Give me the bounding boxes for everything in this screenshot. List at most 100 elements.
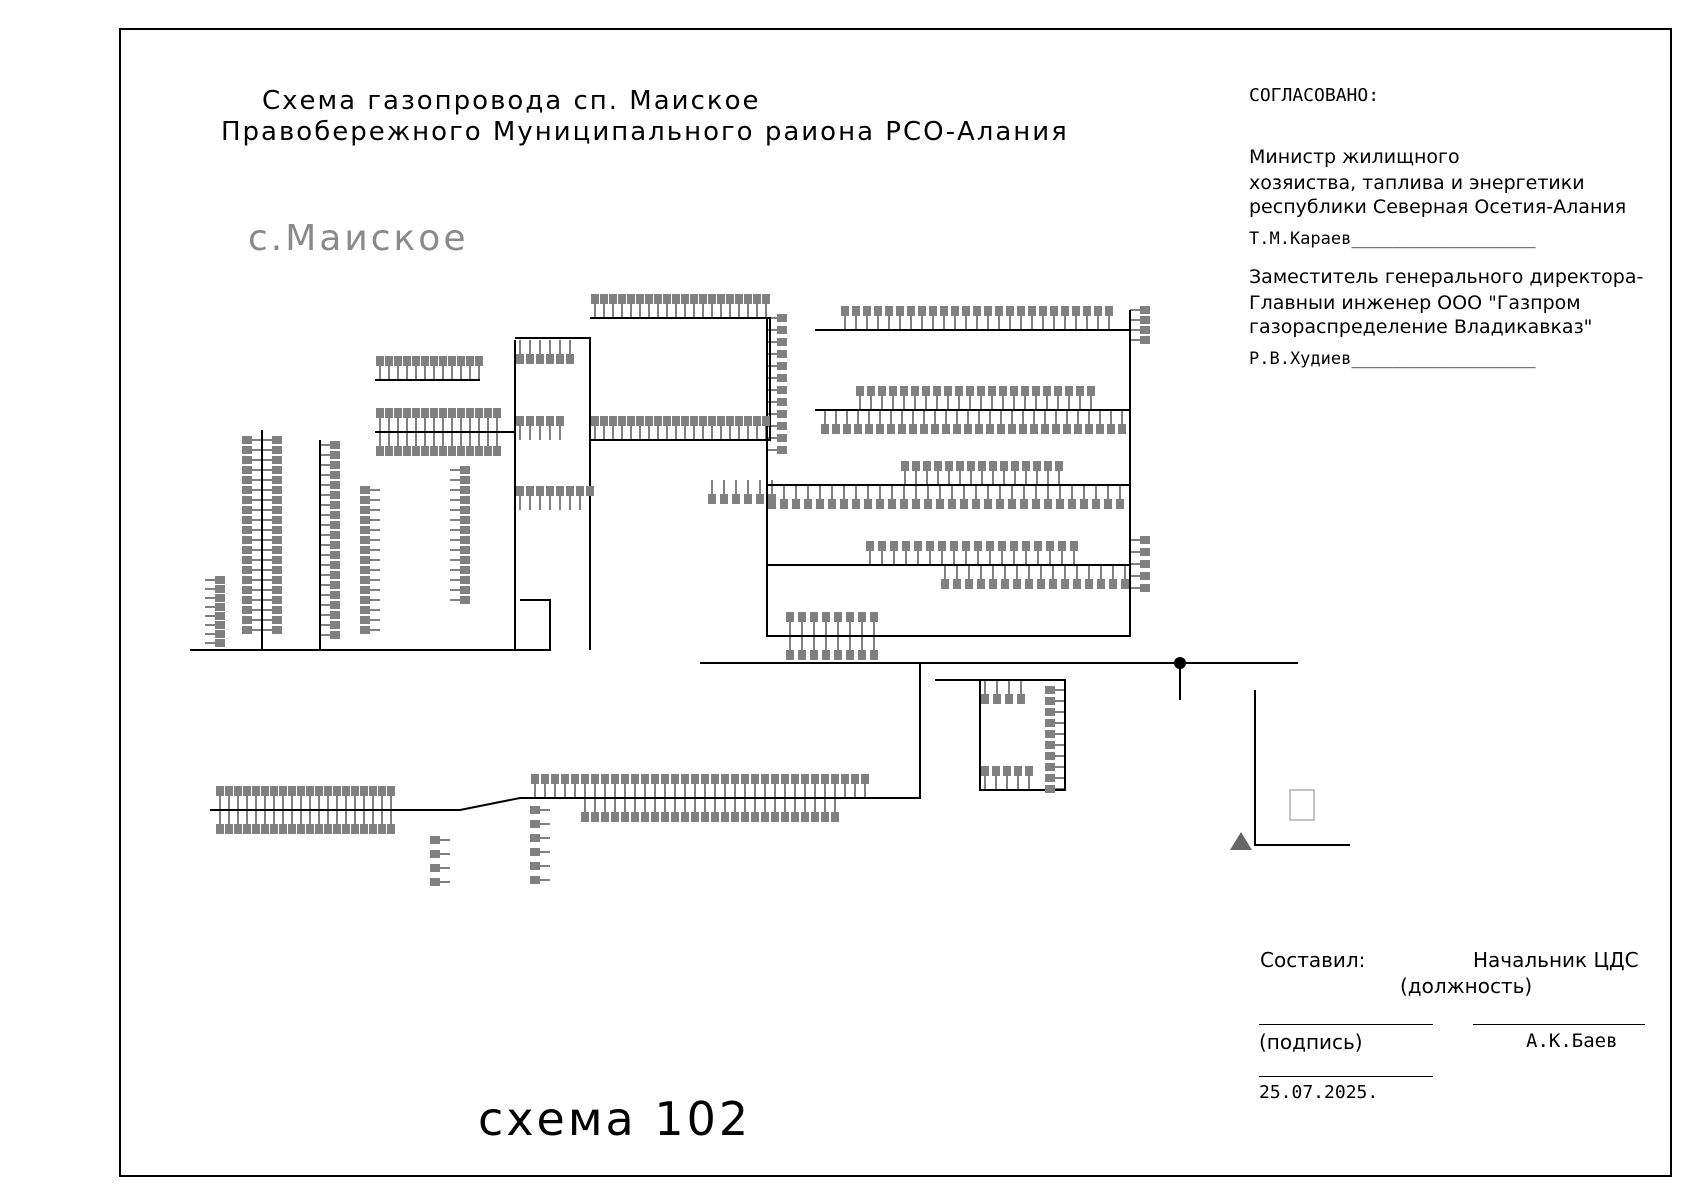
consumer-icon (1020, 499, 1028, 509)
consumer-icon (762, 294, 770, 304)
consumer-icon (654, 416, 662, 426)
consumer-icon (926, 541, 934, 551)
consumer-icon (457, 408, 465, 418)
consumer-icon (376, 408, 384, 418)
consumer-icon (967, 461, 975, 471)
consumer-icon (708, 416, 716, 426)
consumer-icon (457, 446, 465, 456)
consumer-icon (1008, 499, 1016, 509)
consumer-icon (840, 499, 848, 509)
consumer-icon (631, 812, 639, 822)
consumer-icon (661, 774, 669, 784)
consumer-icon (1107, 424, 1115, 434)
consumer-icon (242, 526, 252, 534)
drawing-frame (119, 28, 1672, 1177)
consumer-icon (530, 876, 540, 884)
consumer-icon (1105, 306, 1113, 316)
consumer-icon (918, 306, 926, 316)
consumer-icon (330, 501, 340, 509)
consumer-icon (1034, 541, 1042, 551)
consumer-icon (466, 446, 474, 456)
consumer-icon (586, 486, 594, 496)
consumer-icon (690, 294, 698, 304)
consumer-icon (272, 526, 282, 534)
consumer-icon (651, 774, 659, 784)
signature-caption: (подпись) (1259, 1030, 1363, 1054)
consumer-icon (242, 476, 252, 484)
consumer-icon (581, 774, 589, 784)
consumer-icon (430, 446, 438, 456)
consumer-icon (330, 571, 340, 579)
consumer-icon (475, 446, 483, 456)
consumer-icon (330, 531, 340, 539)
consumer-icon (735, 416, 743, 426)
consumer-icon (726, 294, 734, 304)
consumer-icon (1045, 708, 1055, 716)
consumer-icon (611, 812, 619, 822)
consumer-icon (942, 424, 950, 434)
consumer-icon (956, 461, 964, 471)
consumer-icon (801, 774, 809, 784)
consumer-icon (777, 314, 787, 322)
consumer-icon (272, 516, 282, 524)
consumer-icon (394, 446, 402, 456)
consumer-icon (369, 786, 377, 796)
consumer-icon (902, 541, 910, 551)
consumer-icon (1032, 386, 1040, 396)
consumer-icon (631, 774, 639, 784)
consumer-icon (330, 451, 340, 459)
consumer-icon (962, 541, 970, 551)
consumer-icon (448, 446, 456, 456)
consumer-icon (821, 774, 829, 784)
consumer-icon (215, 603, 225, 611)
consumer-icon (671, 812, 679, 822)
consumer-icon (618, 416, 626, 426)
approver2-position-line-1: Заместитель генерального директора- (1249, 266, 1644, 288)
consumer-icon (1025, 579, 1033, 589)
consumer-icon (672, 294, 680, 304)
consumer-icon (999, 386, 1007, 396)
consumer-icon (940, 306, 948, 316)
consumer-icon (516, 486, 524, 496)
consumer-icon (924, 499, 932, 509)
consumer-icon (1003, 766, 1011, 776)
consumer-icon (691, 812, 699, 822)
consumer-icon (981, 766, 989, 776)
consumer-icon (810, 612, 818, 622)
consumer-icon (430, 356, 438, 366)
consumer-icon (272, 596, 282, 604)
consumer-icon (851, 774, 859, 784)
consumer-icon (973, 306, 981, 316)
consumer-icon (516, 354, 524, 364)
consumer-icon (681, 294, 689, 304)
consumer-icon (242, 556, 252, 564)
consumer-icon (1013, 579, 1021, 589)
consumer-icon (821, 812, 829, 822)
consumer-icon (360, 606, 370, 614)
consumer-icon (216, 824, 224, 834)
consumer-icon (385, 446, 393, 456)
approver2-position-line-3: газораспределение Владикавказ" (1249, 316, 1593, 338)
consumer-icon (929, 306, 937, 316)
consumer-icon (846, 650, 854, 660)
consumer-icon (457, 356, 465, 366)
consumer-icon (378, 824, 386, 834)
consumer-icon (777, 374, 787, 382)
consumer-icon (756, 494, 764, 504)
consumer-icon (591, 774, 599, 784)
consumer-icon (234, 824, 242, 834)
consumer-icon (1022, 541, 1030, 551)
consumer-icon (536, 486, 544, 496)
consumer-icon (645, 416, 653, 426)
consumer-icon (1033, 461, 1041, 471)
consumer-icon (1000, 461, 1008, 471)
consumer-icon (1092, 499, 1100, 509)
consumer-icon (1045, 752, 1055, 760)
consumer-icon (953, 579, 961, 589)
consumer-icon (412, 408, 420, 418)
consumer-icon (741, 774, 749, 784)
consumer-icon (708, 294, 716, 304)
consumer-icon (1083, 306, 1091, 316)
consumer-icon (654, 294, 662, 304)
consumer-icon (378, 786, 386, 796)
